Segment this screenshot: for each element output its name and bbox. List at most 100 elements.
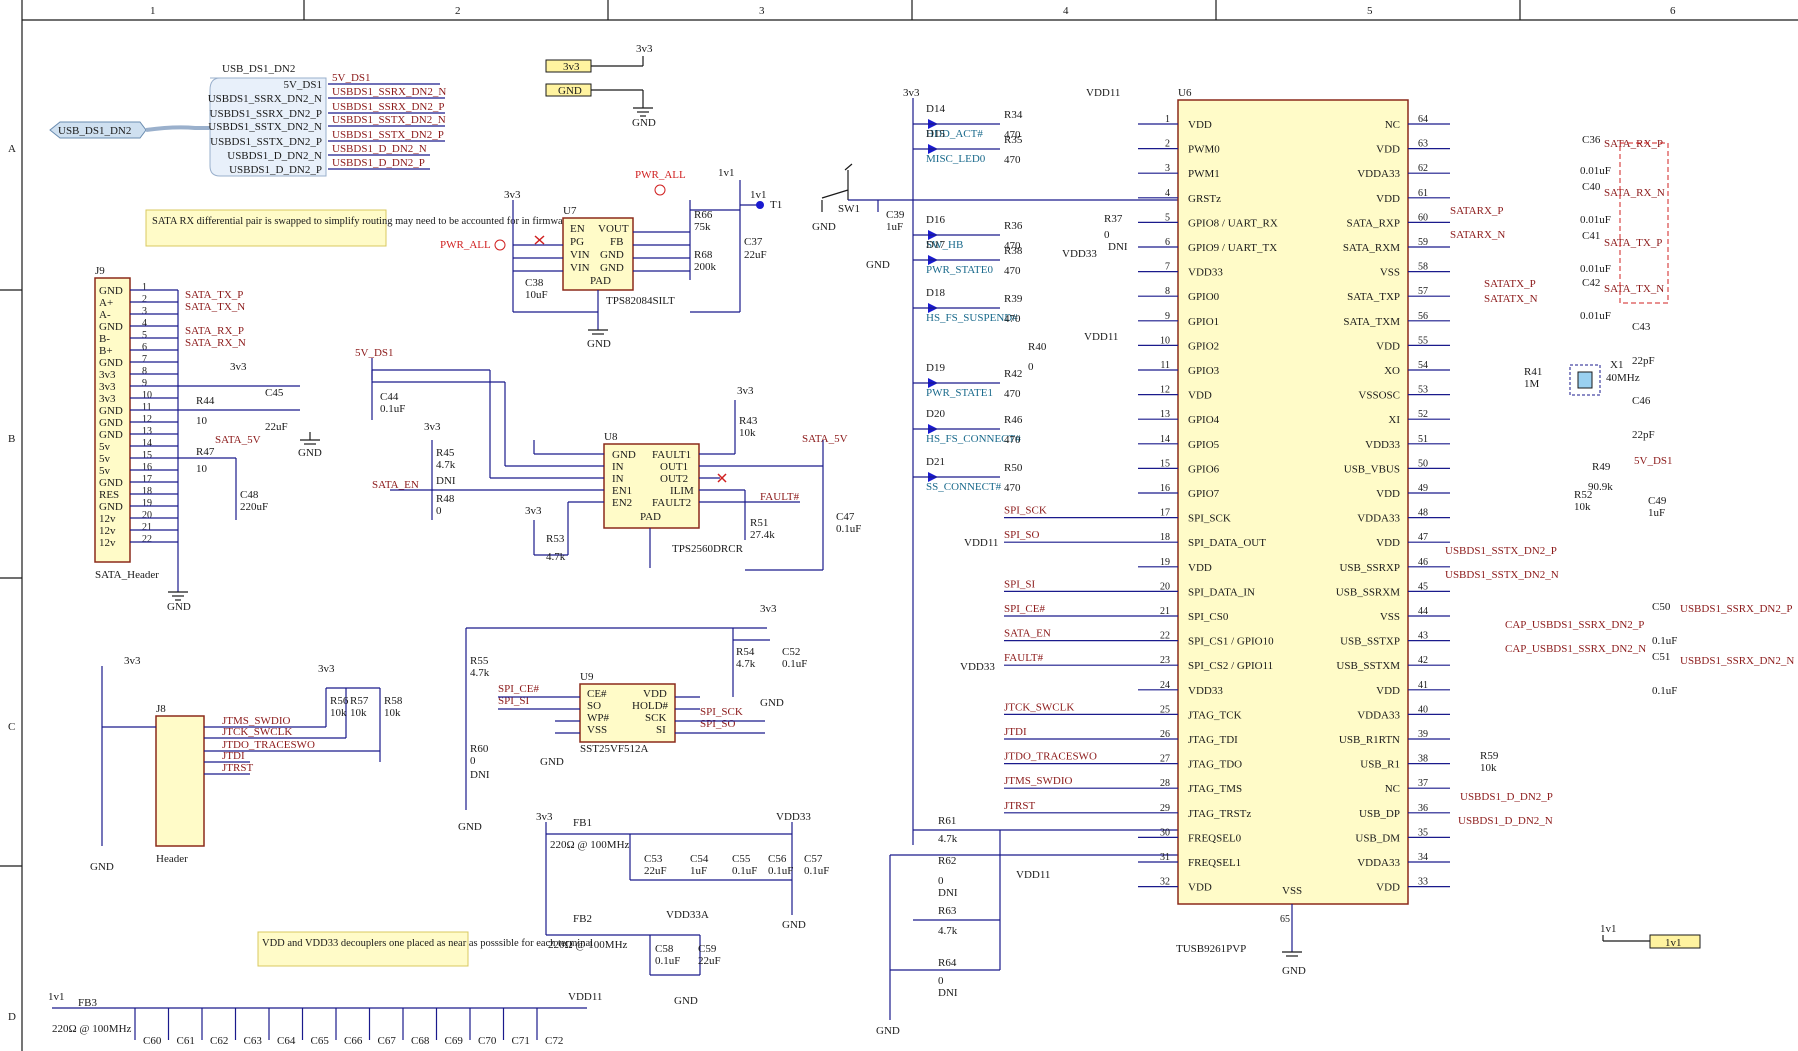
resistor-value: 4.7k bbox=[938, 925, 958, 937]
u6-pin-label: USB_SSRXM bbox=[1336, 586, 1400, 598]
resistor-ref: R62 bbox=[938, 855, 956, 867]
power-symbol-1v1: 1v1 bbox=[48, 991, 65, 1003]
ref-designator: U7 bbox=[563, 205, 577, 217]
u6-pin-number: 52 bbox=[1418, 409, 1428, 420]
resistor-ref: R46 bbox=[1004, 414, 1023, 426]
ref-designator: J9 bbox=[95, 265, 105, 277]
net-cap-ssrx-n: CAP_USBDS1_SSRX_DN2_N bbox=[1505, 643, 1646, 655]
u6-pin-label: PWM0 bbox=[1188, 144, 1220, 156]
power-symbol-vdd33a: VDD33A bbox=[666, 909, 709, 921]
cap-ref: C66 bbox=[344, 1035, 363, 1047]
u6-pin-label: PWM1 bbox=[1188, 168, 1220, 180]
cap-ref: C65 bbox=[311, 1035, 330, 1047]
net-pwr-all: PWR_ALL bbox=[440, 239, 491, 251]
resistor-ref: R34 bbox=[1004, 109, 1023, 121]
j9-pin-label: 12v bbox=[99, 513, 116, 525]
cap-ref: C57 bbox=[804, 853, 823, 865]
led-ref: D16 bbox=[926, 214, 945, 226]
u6-body bbox=[1177, 99, 1409, 905]
u6-pin-label: VDD bbox=[1376, 488, 1400, 500]
u6-pin-label: GPIO8 / UART_RX bbox=[1188, 217, 1278, 229]
cap-ref: C43 bbox=[1632, 321, 1651, 333]
j8-body bbox=[155, 715, 205, 847]
net-sstx-n: USBDS1_SSTX_DN2_N bbox=[1445, 569, 1559, 581]
u6-pin-label: VDD bbox=[1376, 144, 1400, 156]
pin-label: VIN bbox=[570, 262, 590, 274]
pin-label: ILIM bbox=[670, 485, 694, 497]
col-6: 6 bbox=[1670, 5, 1676, 17]
net-5v-ds1: 5V_DS1 bbox=[355, 347, 394, 359]
u6-pin-number: 27 bbox=[1160, 754, 1170, 765]
u6-pin-number: 18 bbox=[1160, 532, 1170, 543]
j9-pin-label: GND bbox=[99, 429, 123, 441]
part-number: TPS2560DRCR bbox=[672, 543, 744, 555]
u6-pin-number: 5 bbox=[1165, 212, 1170, 223]
j9-pin-label: 5v bbox=[99, 441, 111, 453]
u8-power-switch: U8 GND IN IN EN1 EN2 FAULT1 OUT1 OUT2 IL… bbox=[355, 347, 861, 571]
resistor-value: 470 bbox=[1004, 129, 1021, 141]
j9-pin-number: 20 bbox=[142, 510, 152, 521]
resistor-value: 4.7k bbox=[938, 833, 958, 845]
j9-pin-label: GND bbox=[99, 357, 123, 369]
gnd-label: GND bbox=[167, 601, 191, 613]
cap-ref: C56 bbox=[768, 853, 787, 865]
resistor-ref: R55 bbox=[470, 655, 489, 667]
u6-pin-label: GPIO5 bbox=[1188, 439, 1220, 451]
u6-pin-number: 48 bbox=[1418, 508, 1428, 519]
u6-pin-number: 42 bbox=[1418, 655, 1428, 666]
cap-ref: C62 bbox=[210, 1035, 228, 1047]
u6-pin-number: 11 bbox=[1160, 360, 1170, 371]
pin-label: FAULT1 bbox=[652, 449, 691, 461]
j9-pin-number: 8 bbox=[142, 366, 147, 377]
cap-ref: C44 bbox=[380, 391, 399, 403]
power-symbol-vdd33: VDD33 bbox=[776, 811, 811, 823]
u6-pin-label: SPI_CS0 bbox=[1188, 611, 1229, 623]
u6-pin-number: 29 bbox=[1160, 803, 1170, 814]
net-sata-tx-p: SATA_TX_P bbox=[1604, 237, 1662, 249]
j9-pin-label: A+ bbox=[99, 297, 113, 309]
u6-pin-label: SATA_RXM bbox=[1343, 242, 1400, 254]
j9-pin-number: 2 bbox=[142, 294, 147, 305]
cap-ref: C47 bbox=[836, 511, 855, 523]
net-label: 5V_DS1 bbox=[332, 72, 371, 84]
resistor-ref: R50 bbox=[1004, 462, 1023, 474]
u6-pin-number: 35 bbox=[1418, 827, 1428, 838]
u6-pin-label: VSS bbox=[1380, 611, 1400, 623]
net-jtck: JTCK_SWCLK bbox=[1004, 701, 1074, 713]
switch-ref[interactable]: SW1 bbox=[838, 203, 860, 215]
net-cap-ssrx-p: CAP_USBDS1_SSRX_DN2_P bbox=[1505, 619, 1644, 631]
cap-value: 0.01uF bbox=[1580, 310, 1611, 322]
u6-pin-label: GPIO0 bbox=[1188, 291, 1220, 303]
u6-pin-label: VSS bbox=[1380, 267, 1400, 279]
resistor-value: 27.4k bbox=[750, 529, 775, 541]
led-net: MISC_LED0 bbox=[926, 153, 986, 165]
u6-pin-number: 14 bbox=[1160, 434, 1170, 445]
ferrite-ref: FB2 bbox=[573, 913, 592, 925]
resistor-ref: R41 bbox=[1524, 366, 1542, 378]
u6-pin-label: VDD bbox=[1376, 537, 1400, 549]
switch-symbol[interactable] bbox=[821, 163, 853, 212]
j8-jtag-header: 3v3 J8 Header JTMS_SWDIO JTCK_SWCLK JTDO… bbox=[90, 655, 403, 873]
gnd-label: GND bbox=[540, 756, 564, 768]
power-symbol-3v3: 3v3 bbox=[737, 385, 754, 397]
j9-pin-label: GND bbox=[99, 285, 123, 297]
note-text: SATA RX differential pair is swapped to … bbox=[152, 216, 571, 227]
pin-label: HOLD# bbox=[632, 700, 669, 712]
u6-pin-number: 17 bbox=[1160, 508, 1170, 519]
u6-pin-label: USB_SSTXM bbox=[1336, 660, 1400, 672]
pin-label: OUT1 bbox=[660, 461, 688, 473]
u6-pin-label: SATA_TXM bbox=[1343, 316, 1400, 328]
u6-pin-number: 60 bbox=[1418, 212, 1428, 223]
vdd-filters: 3v3 FB1 220Ω @ 100MHz VDD33 C53 22uF C54… bbox=[48, 811, 829, 1047]
cap-value: 10uF bbox=[525, 289, 548, 301]
freqsel-resistors: R61 4.7k R62 0 DNI R63 4.7k R64 0 DNI GN… bbox=[876, 815, 1178, 1037]
net-jtck: JTCK_SWCLK bbox=[222, 726, 292, 738]
pin-label: IN bbox=[612, 473, 624, 485]
dni-label: DNI bbox=[1108, 241, 1128, 253]
crystal-value: 40MHz bbox=[1606, 372, 1640, 384]
j9-pin-number: 5 bbox=[142, 330, 147, 341]
power-symbol-vdd11: VDD11 bbox=[1084, 331, 1118, 343]
u6-pin-label: GRSTz bbox=[1188, 193, 1221, 205]
